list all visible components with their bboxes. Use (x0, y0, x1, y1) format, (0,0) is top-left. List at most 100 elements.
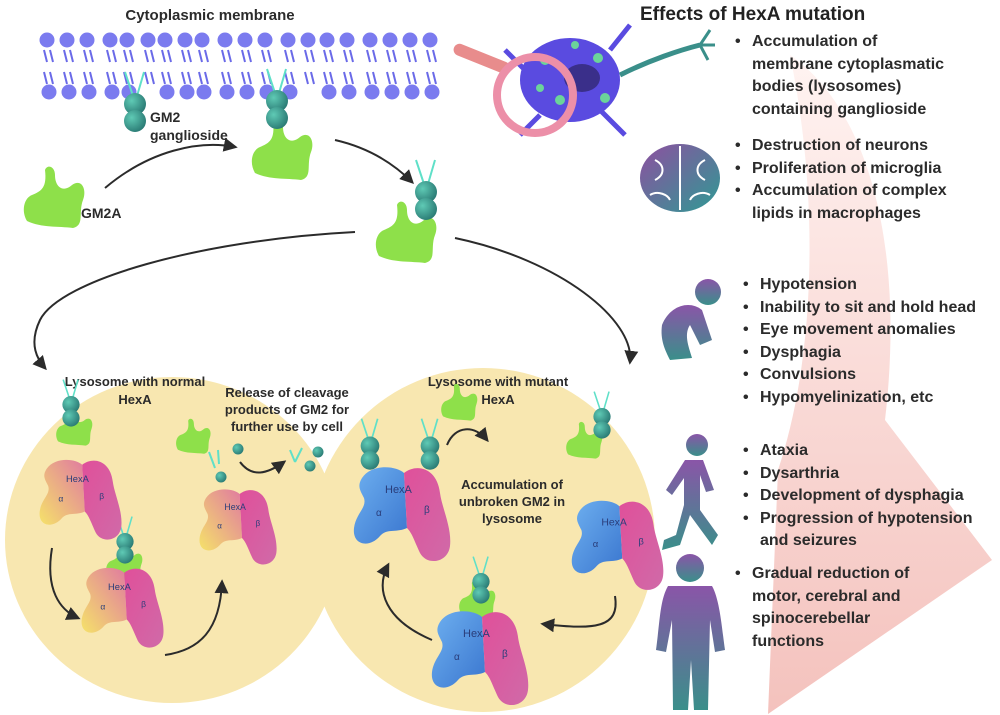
arrow-normal-cycle-1 (49, 547, 81, 620)
crawling-baby-icon (661, 279, 721, 360)
gm2-label-line2: ganglioside (150, 127, 228, 143)
accumulation-label-2: unbroken GM2 in (459, 494, 565, 509)
arrow-to-mutant-lysosome (454, 237, 639, 365)
lipid-pair (319, 32, 337, 100)
lipid-pair (339, 32, 357, 100)
beta-subunit (82, 460, 122, 540)
lipid-pair (422, 32, 440, 100)
arrow-extract (334, 139, 414, 184)
lipid-pair (300, 32, 316, 85)
lipid-pair (362, 32, 380, 100)
lysosome-normal-label-1: Lysosome with normal (65, 374, 205, 389)
alpha-subunit (81, 567, 127, 633)
gm2a-protein (23, 166, 85, 228)
cytoplasmic-membrane (39, 32, 440, 100)
cleavage-lipid-tail (289, 447, 303, 463)
alpha-subunit (431, 611, 485, 688)
beta-subunit (482, 612, 529, 706)
lipid-pair (140, 32, 156, 85)
cleavage-sugar (312, 446, 324, 458)
gm2-ganglioside-bound (265, 68, 289, 130)
arrow-normal-cycle-2 (164, 579, 229, 656)
lipid-pair (59, 32, 77, 100)
lipid-pair (79, 32, 97, 100)
alpha-subunit (199, 489, 242, 551)
brain-icon (640, 144, 720, 212)
arrow-to-normal-lysosome (32, 231, 356, 371)
cleavage-sugar (215, 471, 227, 483)
adult-figure-icon (656, 554, 725, 710)
hexa-label: HexA (601, 517, 627, 528)
beta-label: β (256, 519, 261, 528)
hexa-label: HexA (385, 484, 413, 496)
lipid-pair (102, 32, 120, 100)
arrow-mutant-cycle-2 (376, 562, 433, 641)
gm2a-label: GM2A (81, 205, 121, 221)
hexa-mutant-enzyme: HexA α β (431, 611, 529, 706)
arrow-mutant-cycle-1 (540, 595, 617, 633)
accumulation-label-3: lysosome (482, 511, 542, 526)
hexa-label: HexA (463, 628, 491, 640)
membrane-label: Cytoplasmic membrane (125, 7, 294, 24)
gm2-mutant-entry (592, 390, 612, 440)
beta-label: β (638, 536, 644, 547)
lipid-pair (280, 32, 298, 100)
alpha-label: α (100, 601, 105, 611)
lipid-pair (237, 32, 255, 100)
beta-subunit (239, 490, 277, 565)
release-label-3: further use by cell (231, 419, 343, 434)
cleavage-lipid-tail (208, 449, 220, 469)
hexa-label: HexA (224, 502, 246, 512)
gm2-ganglioside-complex (414, 159, 438, 221)
lipid-pair (382, 32, 400, 100)
alpha-label: α (376, 508, 382, 519)
lipid-pair (119, 32, 137, 100)
cleavage-sugar (232, 443, 244, 455)
hexa-mutant-enzyme: HexA α β (353, 467, 451, 562)
alpha-subunit (353, 467, 407, 544)
arrow-bind (104, 137, 238, 189)
gm2a-bound-protein (251, 118, 313, 180)
lysosome-mutant-label-2: HexA (481, 392, 515, 407)
lysosome-normal-label-2: HexA (118, 392, 152, 407)
lipid-pair (157, 32, 175, 100)
release-label-1: Release of cleavage (225, 385, 349, 400)
lipid-pair (39, 32, 57, 100)
lipid-pair (402, 32, 420, 100)
alpha-label: α (454, 652, 460, 663)
beta-label: β (424, 505, 430, 516)
gm2-ganglioside-in-membrane (123, 71, 147, 133)
alpha-label: α (217, 521, 222, 530)
beta-label: β (502, 649, 508, 660)
release-label-2: products of GM2 for (225, 402, 349, 417)
lipid-pair (194, 32, 212, 100)
beta-label: β (141, 599, 146, 609)
neuron-magnifier-icon (453, 23, 715, 137)
gm2-label-line1: GM2 (150, 109, 181, 125)
lipid-pair (257, 32, 275, 100)
lipid-pair (217, 32, 235, 100)
hexa-label: HexA (108, 582, 132, 592)
hexa-label: HexA (66, 474, 90, 484)
arrow-release (239, 460, 287, 475)
beta-subunit (404, 468, 451, 562)
alpha-subunit (39, 459, 85, 525)
beta-label: β (99, 491, 104, 501)
accumulation-label-1: Accumulation of (461, 477, 564, 492)
beta-subunit (124, 568, 164, 648)
lipid-pair (177, 32, 195, 100)
lysosome-mutant-label-1: Lysosome with mutant (428, 374, 569, 389)
alpha-label: α (593, 539, 599, 550)
arrow-accumulation (446, 426, 489, 446)
alpha-subunit (571, 500, 623, 574)
alpha-label: α (58, 493, 63, 503)
running-child-icon (662, 434, 718, 550)
beta-subunit (619, 501, 664, 590)
